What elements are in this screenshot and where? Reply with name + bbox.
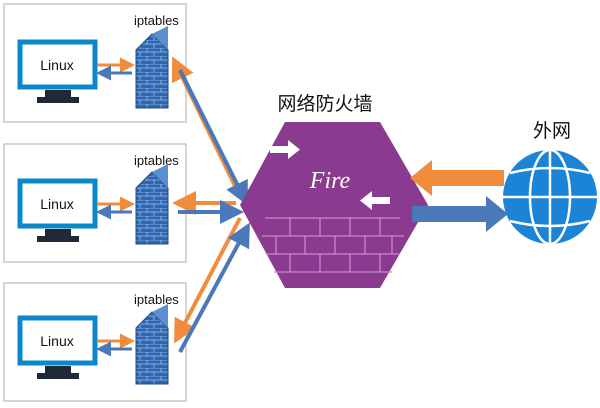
outbound-arrow-server-1 bbox=[178, 69, 248, 206]
iptables-label: iptables bbox=[134, 292, 179, 307]
fire-logo-text: Fire bbox=[309, 168, 351, 194]
brick-wall-pattern bbox=[262, 217, 404, 273]
firewall-to-servers-arrows bbox=[171, 56, 250, 353]
linux-monitor-icon bbox=[17, 178, 98, 242]
globe-icon bbox=[503, 148, 597, 246]
network-firewall-title: 网络防火墙 bbox=[277, 93, 372, 115]
iptables-label: iptables bbox=[134, 153, 179, 168]
arrow-right-icon bbox=[270, 140, 300, 159]
linux-monitor-icon bbox=[17, 315, 98, 379]
inbound-from-internet-arrow bbox=[410, 160, 504, 196]
linux-monitor-icon bbox=[17, 39, 98, 103]
linux-label: Linux bbox=[40, 333, 73, 349]
internet-label: 外网 bbox=[533, 120, 571, 142]
iptables-firewall-icon bbox=[135, 164, 169, 245]
linux-label: Linux bbox=[40, 57, 73, 73]
server-group-1: iptables Linux bbox=[3, 3, 187, 123]
outbound-arrow-server-3 bbox=[178, 222, 250, 353]
arrow-left-icon bbox=[360, 191, 390, 210]
network-firewall-icon: Fire bbox=[240, 122, 428, 288]
server-group-3: iptables Linux bbox=[3, 282, 187, 402]
iptables-firewall-icon bbox=[135, 26, 169, 109]
server-group-2: iptables Linux bbox=[3, 143, 187, 263]
outbound-to-internet-arrow bbox=[412, 196, 508, 232]
iptables-label: iptables bbox=[134, 13, 179, 28]
linux-label: Linux bbox=[40, 196, 73, 212]
iptables-firewall-icon bbox=[135, 304, 169, 385]
internet-link-arrows bbox=[410, 160, 508, 232]
